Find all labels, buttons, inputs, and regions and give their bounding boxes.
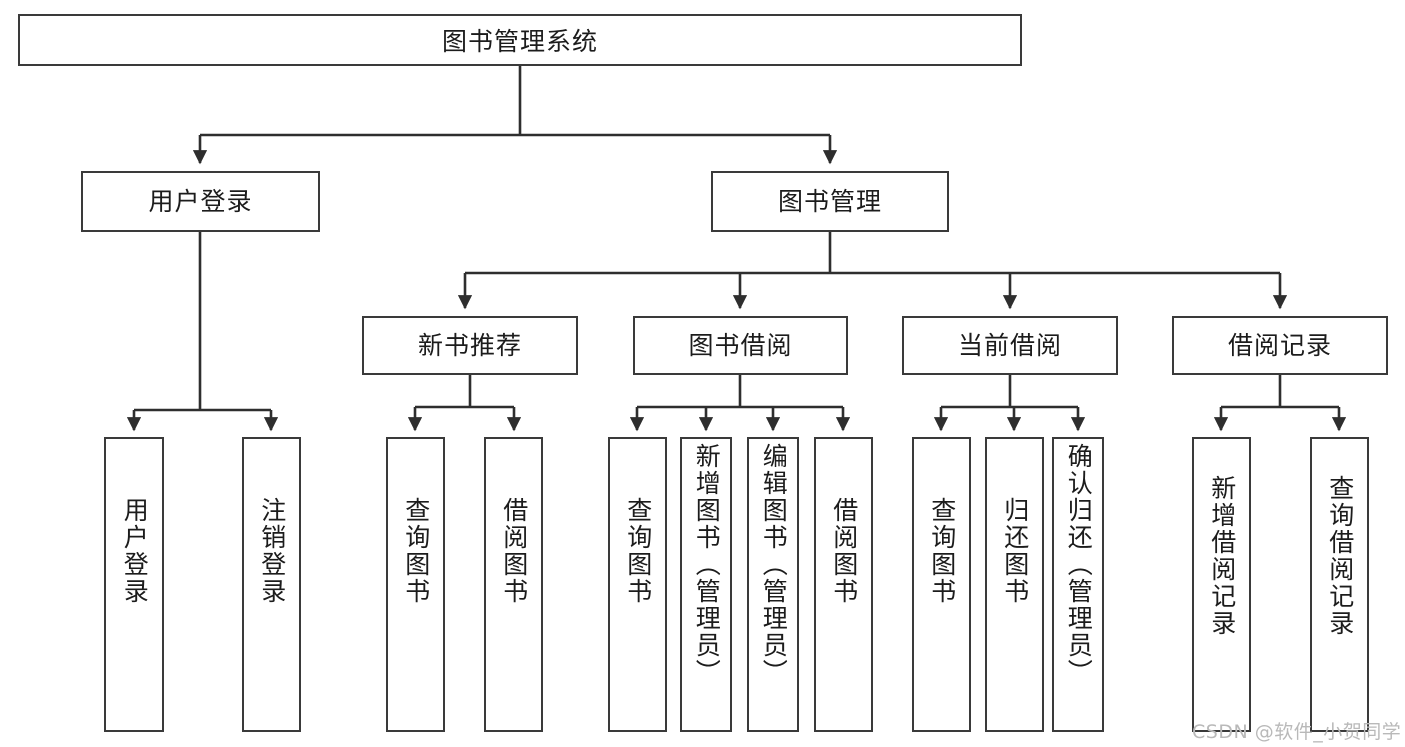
node-leaf-return-book[interactable]: 归还图书: [985, 437, 1044, 732]
node-new-book-recommend[interactable]: 新书推荐: [362, 316, 578, 375]
node-leaf-add-borrow-record-label: 新增借阅记录: [1207, 475, 1237, 637]
watermark-credit: CSDN @软件_小贺同学: [1192, 721, 1402, 743]
node-borrow-record[interactable]: 借阅记录: [1172, 316, 1388, 375]
node-leaf-add-book-admin-label: 新增图书（管理员）: [692, 443, 722, 686]
node-current-borrow[interactable]: 当前借阅: [902, 316, 1118, 375]
node-leaf-edit-book-admin-label: 编辑图书（管理员）: [759, 443, 789, 686]
node-leaf-logout-label: 注销登录: [257, 497, 287, 605]
node-leaf-add-book-admin[interactable]: 新增图书（管理员）: [680, 437, 732, 732]
node-leaf-borrow-book-recommend-label: 借阅图书: [499, 497, 529, 605]
node-leaf-borrow-book[interactable]: 借阅图书: [814, 437, 873, 732]
node-root-label: 图书管理系统: [441, 27, 598, 56]
node-leaf-logout[interactable]: 注销登录: [242, 437, 301, 732]
node-leaf-query-book-borrow-label: 查询图书: [623, 497, 653, 605]
node-leaf-user-login-label: 用户登录: [120, 497, 150, 605]
node-leaf-query-book-recommend-label: 查询图书: [401, 497, 431, 605]
node-user-login[interactable]: 用户登录: [81, 171, 320, 232]
node-leaf-query-borrow-record[interactable]: 查询借阅记录: [1310, 437, 1369, 732]
node-leaf-confirm-return-admin-label: 确认归还（管理员）: [1064, 443, 1094, 686]
node-leaf-add-borrow-record[interactable]: 新增借阅记录: [1192, 437, 1251, 732]
node-leaf-borrow-book-recommend[interactable]: 借阅图书: [484, 437, 543, 732]
node-new-book-recommend-label: 新书推荐: [417, 330, 522, 360]
node-book-management-label: 图书管理: [777, 186, 882, 216]
node-book-management[interactable]: 图书管理: [711, 171, 949, 232]
node-leaf-confirm-return-admin[interactable]: 确认归还（管理员）: [1052, 437, 1104, 732]
node-leaf-query-book-current[interactable]: 查询图书: [912, 437, 971, 732]
node-leaf-query-borrow-record-label: 查询借阅记录: [1325, 475, 1355, 637]
node-leaf-borrow-book-label: 借阅图书: [829, 497, 859, 605]
node-current-borrow-label: 当前借阅: [957, 330, 1062, 360]
node-leaf-query-book-recommend[interactable]: 查询图书: [386, 437, 445, 732]
node-user-login-label: 用户登录: [148, 186, 253, 216]
node-leaf-query-book-borrow[interactable]: 查询图书: [608, 437, 667, 732]
node-leaf-user-login[interactable]: 用户登录: [104, 437, 164, 732]
node-book-borrow[interactable]: 图书借阅: [633, 316, 848, 375]
node-book-borrow-label: 图书借阅: [688, 330, 793, 360]
node-root-system[interactable]: 图书管理系统: [18, 14, 1022, 66]
node-leaf-edit-book-admin[interactable]: 编辑图书（管理员）: [747, 437, 799, 732]
node-borrow-record-label: 借阅记录: [1227, 330, 1332, 360]
node-leaf-return-book-label: 归还图书: [1000, 497, 1030, 605]
node-leaf-query-book-current-label: 查询图书: [927, 497, 957, 605]
